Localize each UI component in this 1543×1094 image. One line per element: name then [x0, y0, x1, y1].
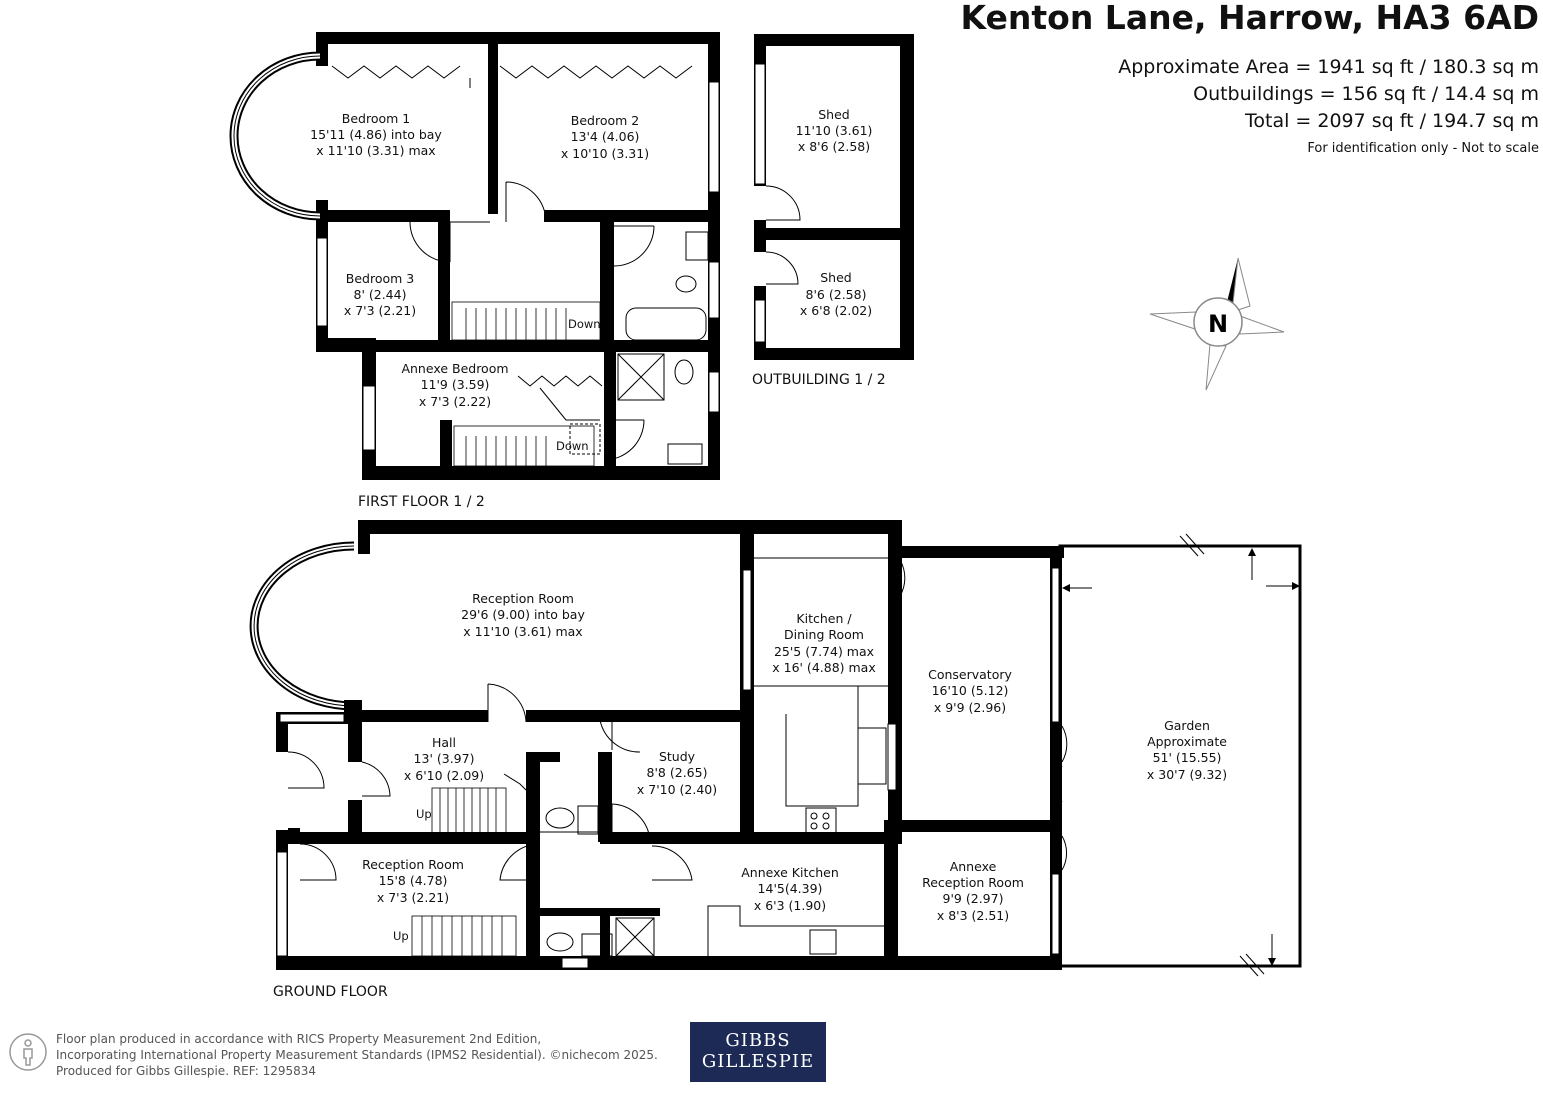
svg-text:x 7'10 (2.40): x 7'10 (2.40): [637, 782, 717, 797]
garden-label: Garden Approximate 51' (15.55) x 30'7 (9…: [1147, 718, 1227, 782]
svg-text:x 11'10 (3.31) max: x 11'10 (3.31) max: [316, 143, 435, 158]
svg-text:N: N: [1208, 310, 1228, 338]
svg-text:x 7'3 (2.22): x 7'3 (2.22): [419, 394, 491, 409]
bedroom-2-label: Bedroom 2 13'4 (4.06) x 10'10 (3.31): [561, 113, 649, 161]
svg-text:15'11 (4.86) into bay: 15'11 (4.86) into bay: [310, 127, 442, 142]
svg-text:x 10'10 (3.31): x 10'10 (3.31): [561, 146, 649, 161]
svg-text:x 7'3 (2.21): x 7'3 (2.21): [377, 890, 449, 905]
svg-text:Annexe Kitchen: Annexe Kitchen: [741, 865, 839, 880]
kitchen-dining-label: Kitchen / Dining Room 25'5 (7.74) max x …: [772, 611, 875, 675]
shed-1-label: Shed 11'10 (3.61) x 8'6 (2.58): [796, 107, 873, 154]
ground-floor: [249, 520, 1302, 977]
svg-text:x 8'3 (2.51): x 8'3 (2.51): [937, 908, 1009, 923]
svg-text:Kitchen /: Kitchen /: [796, 611, 852, 626]
svg-text:15'8 (4.78): 15'8 (4.78): [379, 873, 448, 888]
svg-text:16'10 (5.12): 16'10 (5.12): [932, 683, 1009, 698]
bedroom-3-label: Bedroom 3 8' (2.44) x 7'3 (2.21): [344, 271, 416, 318]
svg-text:x 11'10 (3.61) max: x 11'10 (3.61) max: [463, 624, 582, 639]
svg-text:Study: Study: [659, 749, 696, 764]
svg-text:x 16' (4.88) max: x 16' (4.88) max: [772, 660, 875, 675]
svg-text:9'9 (2.97): 9'9 (2.97): [943, 891, 1004, 906]
floor-label-ground: GROUND FLOOR: [273, 984, 388, 1000]
svg-text:x 6'8 (2.02): x 6'8 (2.02): [800, 303, 872, 318]
svg-text:Bedroom 1: Bedroom 1: [342, 111, 410, 126]
gibbs-gillespie-logo: GIBBS GILLESPIE: [690, 1022, 826, 1082]
reception-room-label: Reception Room 29'6 (9.00) into bay x 11…: [461, 591, 585, 639]
svg-text:8'8 (2.65): 8'8 (2.65): [647, 765, 708, 780]
svg-text:8' (2.44): 8' (2.44): [354, 287, 407, 302]
study-label: Study 8'8 (2.65) x 7'10 (2.40): [637, 749, 717, 797]
svg-text:11'10 (3.61): 11'10 (3.61): [796, 123, 873, 138]
svg-text:x 9'9 (2.96): x 9'9 (2.96): [934, 700, 1006, 715]
reception-room-2-label: Reception Room 15'8 (4.78) x 7'3 (2.21): [362, 857, 464, 905]
svg-text:Approximate: Approximate: [1147, 734, 1227, 749]
identification-note: For identification only - Not to scale: [1307, 141, 1539, 156]
svg-text:Annexe Bedroom: Annexe Bedroom: [401, 361, 508, 376]
stair-label-down: Down: [568, 317, 601, 331]
outbuildings-area: Outbuildings = 156 sq ft / 14.4 sq m: [1193, 83, 1539, 105]
footer-line: Incorporating International Property Mea…: [56, 1048, 658, 1062]
floor-label-outbuilding: OUTBUILDING 1 / 2: [752, 372, 886, 388]
svg-text:x 30'7 (9.32): x 30'7 (9.32): [1147, 767, 1227, 782]
svg-text:Bedroom 2: Bedroom 2: [571, 113, 639, 128]
compass-icon: N: [1149, 257, 1285, 391]
svg-text:13'4 (4.06): 13'4 (4.06): [571, 129, 640, 144]
svg-text:51' (15.55): 51' (15.55): [1153, 750, 1222, 765]
svg-text:Dining Room: Dining Room: [784, 627, 864, 642]
svg-text:11'9 (3.59): 11'9 (3.59): [421, 377, 490, 392]
annexe-bedroom-label: Annexe Bedroom 11'9 (3.59) x 7'3 (2.22): [401, 361, 508, 409]
annexe-kitchen-label: Annexe Kitchen 14'5(4.39) x 6'3 (1.90): [741, 865, 839, 913]
svg-text:Annexe: Annexe: [950, 859, 997, 874]
stair-label-down: Down: [556, 439, 589, 453]
svg-text:Shed: Shed: [820, 270, 851, 285]
shed-2-label: Shed 8'6 (2.58) x 6'8 (2.02): [800, 270, 872, 318]
person-icon: [9, 1033, 47, 1071]
logo-line: GILLESPIE: [701, 1051, 815, 1072]
svg-text:Hall: Hall: [432, 735, 456, 750]
footer-line: Produced for Gibbs Gillespie. REF: 12958…: [56, 1064, 317, 1078]
svg-text:x 7'3 (2.21): x 7'3 (2.21): [344, 303, 416, 318]
approximate-area: Approximate Area = 1941 sq ft / 180.3 sq…: [1118, 56, 1539, 78]
svg-text:25'5 (7.74) max: 25'5 (7.74) max: [774, 644, 874, 659]
svg-text:Bedroom 3: Bedroom 3: [346, 271, 414, 286]
svg-text:x 6'3 (1.90): x 6'3 (1.90): [754, 898, 826, 913]
svg-text:Garden: Garden: [1164, 718, 1210, 733]
svg-text:13' (3.97): 13' (3.97): [414, 751, 475, 766]
svg-text:Reception Room: Reception Room: [922, 875, 1024, 890]
hall-label: Hall 13' (3.97) x 6'10 (2.09): [404, 735, 484, 783]
first-floor: [229, 32, 720, 480]
svg-text:Reception Room: Reception Room: [472, 591, 574, 606]
footer-disclaimer: Floor plan produced in accordance with R…: [56, 1031, 658, 1079]
stair-label-up: Up: [393, 929, 409, 943]
svg-text:Shed: Shed: [818, 107, 849, 122]
stair-label-up: Up: [416, 807, 432, 821]
conservatory-label: Conservatory 16'10 (5.12) x 9'9 (2.96): [928, 667, 1012, 715]
footer-line: Floor plan produced in accordance with R…: [56, 1032, 542, 1046]
outbuilding: [754, 34, 914, 360]
total-area: Total = 2097 sq ft / 194.7 sq m: [1245, 110, 1539, 132]
annexe-reception-label: Annexe Reception Room 9'9 (2.97) x 8'3 (…: [922, 859, 1024, 923]
svg-text:Reception Room: Reception Room: [362, 857, 464, 872]
svg-text:Conservatory: Conservatory: [928, 667, 1012, 682]
page-title: Kenton Lane, Harrow, HA3 6AD: [960, 0, 1540, 37]
logo-line: GIBBS: [725, 1030, 791, 1051]
svg-text:14'5(4.39): 14'5(4.39): [758, 881, 823, 896]
bedroom-1-label: Bedroom 1 15'11 (4.86) into bay x 11'10 …: [310, 111, 442, 158]
svg-text:29'6 (9.00) into bay: 29'6 (9.00) into bay: [461, 607, 585, 622]
svg-text:8'6 (2.58): 8'6 (2.58): [806, 287, 867, 302]
svg-text:x 6'10 (2.09): x 6'10 (2.09): [404, 768, 484, 783]
svg-text:x 8'6 (2.58): x 8'6 (2.58): [798, 139, 870, 154]
floor-label-first: FIRST FLOOR 1 / 2: [358, 494, 485, 510]
